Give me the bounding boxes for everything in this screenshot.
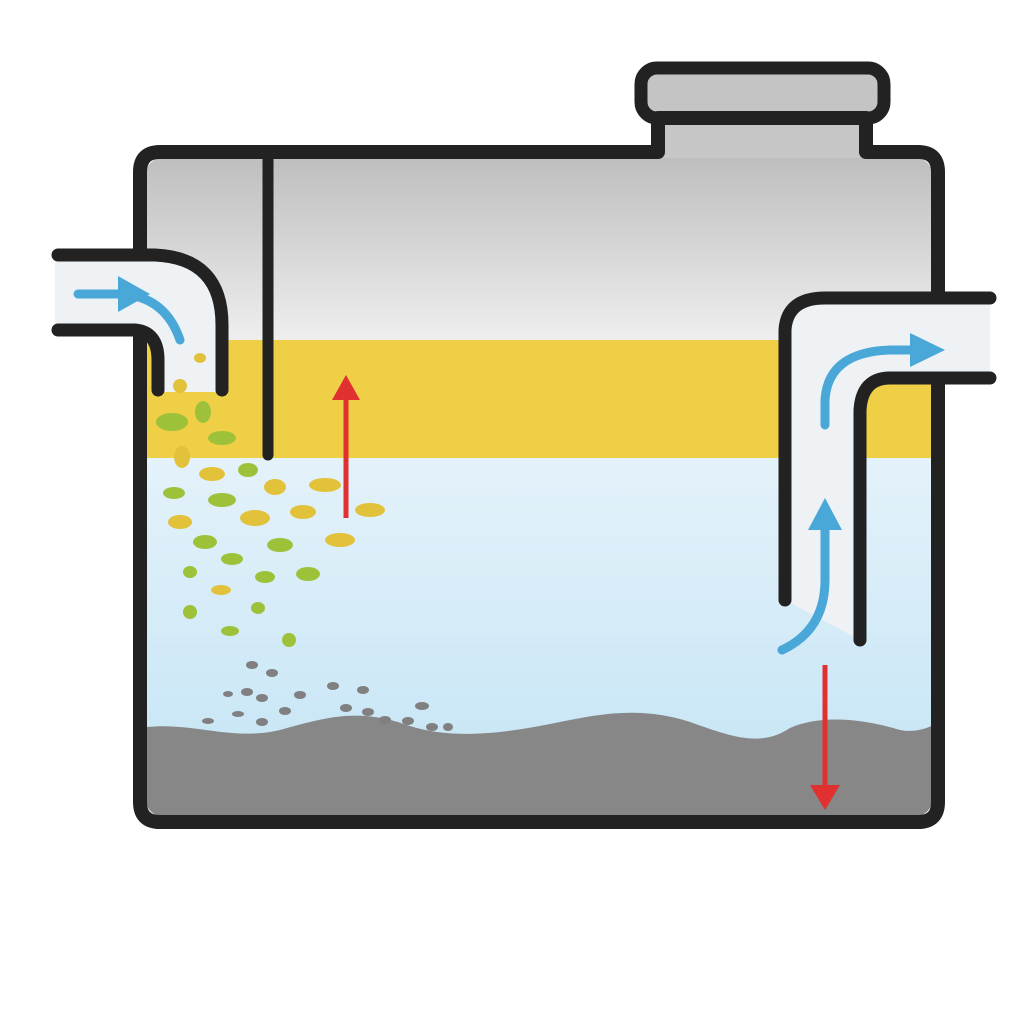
tank-outline [133, 111, 945, 829]
rising-water-arrowhead [808, 498, 842, 530]
rising-grease-arrowhead [332, 375, 360, 400]
settling-solids-arrowhead [810, 785, 840, 810]
outlet-pipe-outer-wall [778, 291, 997, 607]
solid-particles [202, 661, 453, 731]
inlet-flow-arrowhead [118, 276, 150, 312]
access-cap [634, 61, 891, 125]
grease-particles [156, 353, 385, 647]
inlet-pipe-interior [55, 255, 222, 392]
outlet-pipe-interior [785, 298, 990, 640]
outlet-pipe-inner-wall [853, 371, 997, 647]
sludge-layer [146, 712, 932, 816]
outlet-flow-arrow-icon [820, 345, 920, 430]
tank-neck [658, 118, 866, 163]
rising-water-arrow-icon [777, 525, 830, 655]
inlet-pipe-bottom-wall [51, 323, 165, 397]
outlet-flow-arrowhead [910, 333, 945, 367]
inlet-pipe-top-wall [51, 248, 229, 397]
